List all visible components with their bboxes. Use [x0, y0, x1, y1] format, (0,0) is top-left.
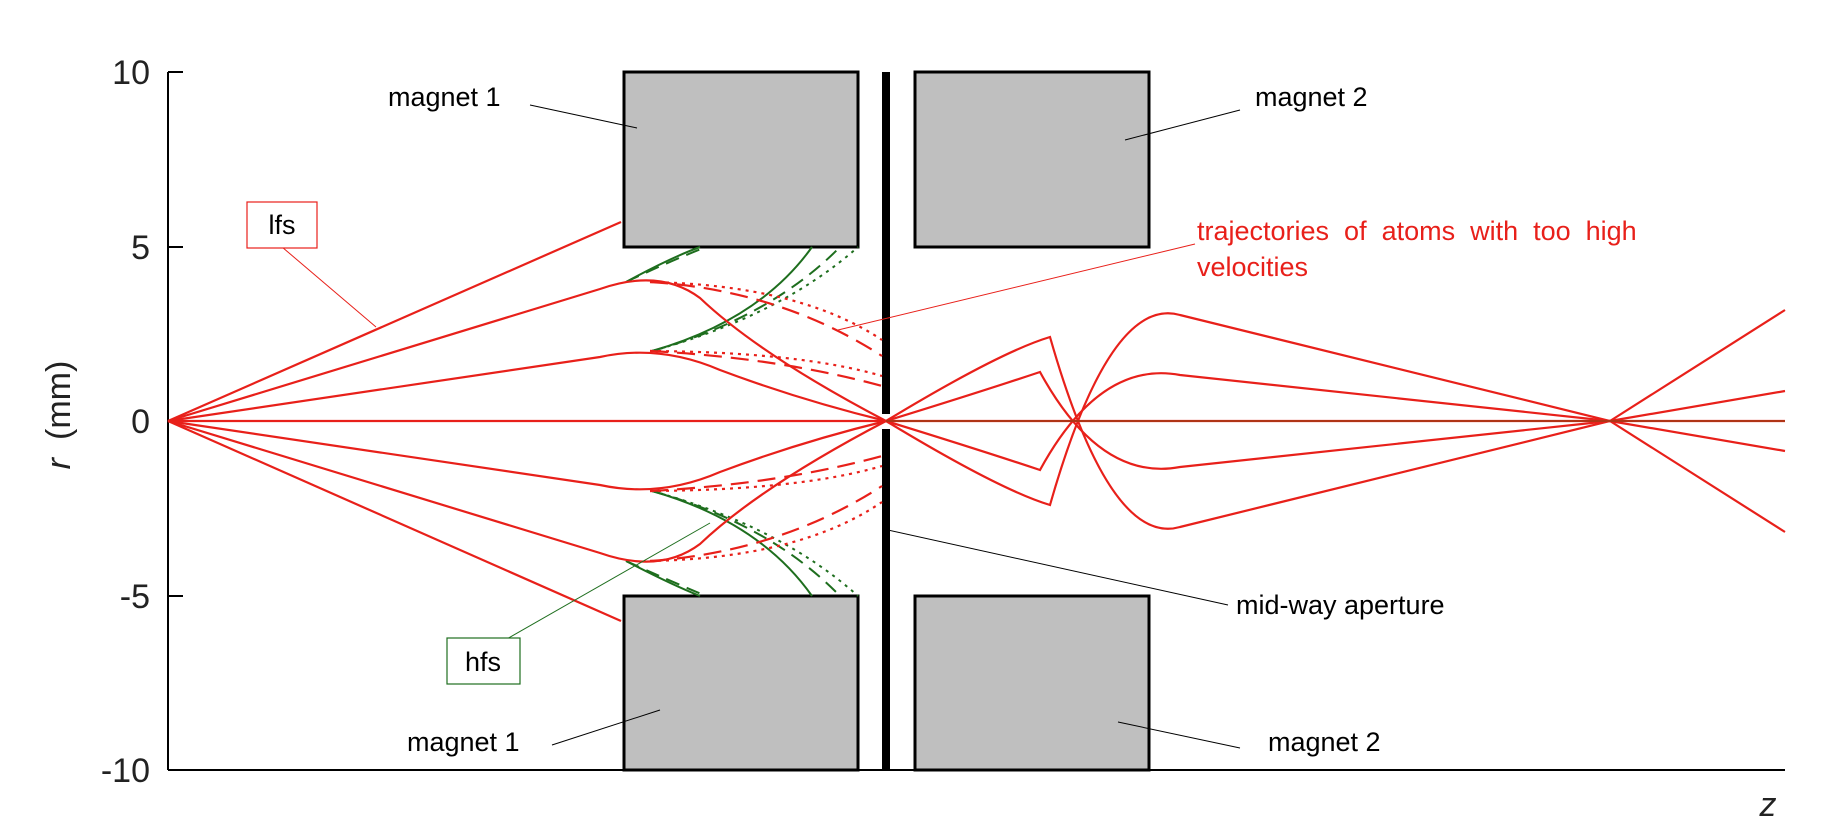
leader-magnet2-bottom — [1117, 721, 1241, 749]
lfs-ray-top-blocked — [167, 220, 622, 423]
lfs-fast-dot — [649, 464, 883, 493]
hfs-label-box — [446, 637, 521, 685]
y-tick-label-m5: -5 — [120, 578, 150, 616]
label-magnet2-top: magnet 2 — [1255, 82, 1368, 112]
lfs-fast-dash — [649, 454, 883, 493]
lfs-trajectory-r4 — [167, 279, 1786, 533]
magnet-2-bottom — [913, 594, 1151, 772]
label-fast-trajectories-line2: velocities — [1197, 252, 1308, 282]
lfs-fast-dash — [649, 485, 883, 563]
hfs-path-dash — [625, 560, 707, 597]
y-tick-label-m10: -10 — [101, 752, 150, 790]
lfs-ray-bottom-blocked — [167, 419, 622, 623]
label-aperture: mid-way aperture — [1236, 590, 1445, 620]
lfs-trajectory-rm4 — [167, 309, 1786, 563]
y-tick-label-5: 5 — [131, 229, 150, 267]
lfs-fast-dot — [649, 349, 883, 378]
magnet-1-bottom — [622, 594, 860, 772]
hfs-path-solid — [651, 246, 813, 352]
hfs-path-dash — [651, 246, 841, 352]
y-axis-label-unit: (mm) — [40, 361, 78, 440]
hfs-trajectories — [625, 246, 859, 597]
aperture-plate-lower — [882, 429, 890, 770]
lfs-fast-dash — [649, 349, 883, 388]
svg-text:r(mm): r (mm) — [40, 361, 78, 470]
magnet-2-top — [913, 70, 1151, 249]
hfs-path-dot — [651, 490, 859, 597]
y-tick-label-0: 0 — [131, 403, 150, 441]
leader-lfs — [281, 246, 377, 328]
y-tick-label-10: 10 — [112, 54, 150, 92]
aperture-plate-upper — [882, 72, 890, 414]
x-axis-label: z — [1759, 786, 1777, 821]
leader-magnet1-bottom — [551, 709, 661, 746]
lfs-label-box — [246, 201, 318, 249]
label-fast-trajectories-line1: trajectories of atoms with too high — [1197, 216, 1637, 246]
lfs-fast-dot — [649, 501, 883, 563]
leader-fast-trajectories — [837, 243, 1196, 331]
lfs-fast-dash — [649, 280, 883, 357]
hfs-path-solid — [651, 490, 813, 597]
label-hfs: hfs — [465, 647, 501, 677]
y-axis-label-var: r — [40, 456, 78, 469]
label-magnet1-top: magnet 1 — [388, 82, 501, 112]
leader-magnet2-top — [1124, 109, 1241, 141]
hfs-path-dash — [625, 246, 707, 283]
magnets — [622, 70, 1151, 772]
mid-way-aperture-plate — [882, 72, 890, 770]
label-magnet1-bottom: magnet 1 — [407, 727, 520, 757]
magnet-1-top — [622, 70, 860, 249]
y-axis-label: r (mm) — [40, 361, 78, 470]
label-lfs: lfs — [269, 210, 296, 240]
hfs-path-dot — [651, 246, 859, 352]
leader-aperture — [887, 529, 1229, 606]
leader-magnet1-top — [529, 104, 638, 129]
leader-hfs — [504, 522, 711, 641]
label-magnet2-bottom: magnet 2 — [1268, 727, 1381, 757]
lfs-fast-dot — [649, 280, 883, 341]
hfs-path-dash — [651, 490, 841, 597]
leader-lines — [281, 104, 1241, 749]
